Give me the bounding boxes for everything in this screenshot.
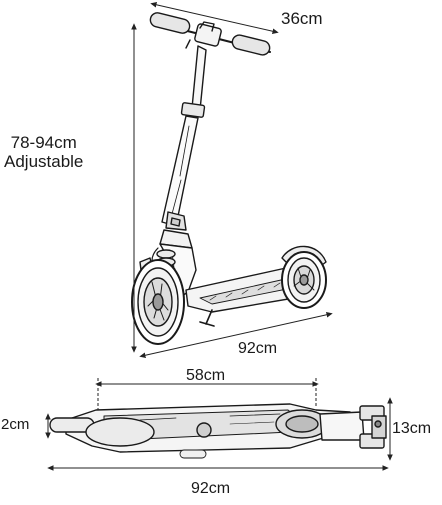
upright-dimension-lines [131, 2, 333, 358]
height-range-text: 78-94cm [10, 133, 77, 152]
front-wheel [131, 259, 185, 345]
handlebar-width-label: 36cm [281, 9, 323, 28]
folded-emblem [196, 422, 212, 438]
folded-height-label: 13cm [392, 420, 432, 437]
folded-scooter [49, 403, 387, 459]
handlebar [149, 12, 271, 56]
fold-clamp [159, 211, 193, 249]
folded-total-length-label: 92cm [191, 480, 231, 497]
height-label: 78-94cm Adjustable [4, 133, 84, 171]
stem [161, 45, 207, 227]
height-note-text: Adjustable [4, 151, 84, 171]
folded-dimension-lines [45, 378, 393, 471]
length-label: 92cm [238, 340, 278, 357]
folded-front-wheel [85, 417, 155, 447]
folded-length-label: 58cm [186, 367, 226, 384]
folded-fork [319, 411, 365, 441]
length-dimension-line [139, 312, 333, 358]
rear-wheel [281, 245, 327, 309]
upright-scooter [131, 12, 327, 345]
width-dimension-line [150, 2, 279, 34]
deck-height-label: 2cm [1, 416, 30, 433]
